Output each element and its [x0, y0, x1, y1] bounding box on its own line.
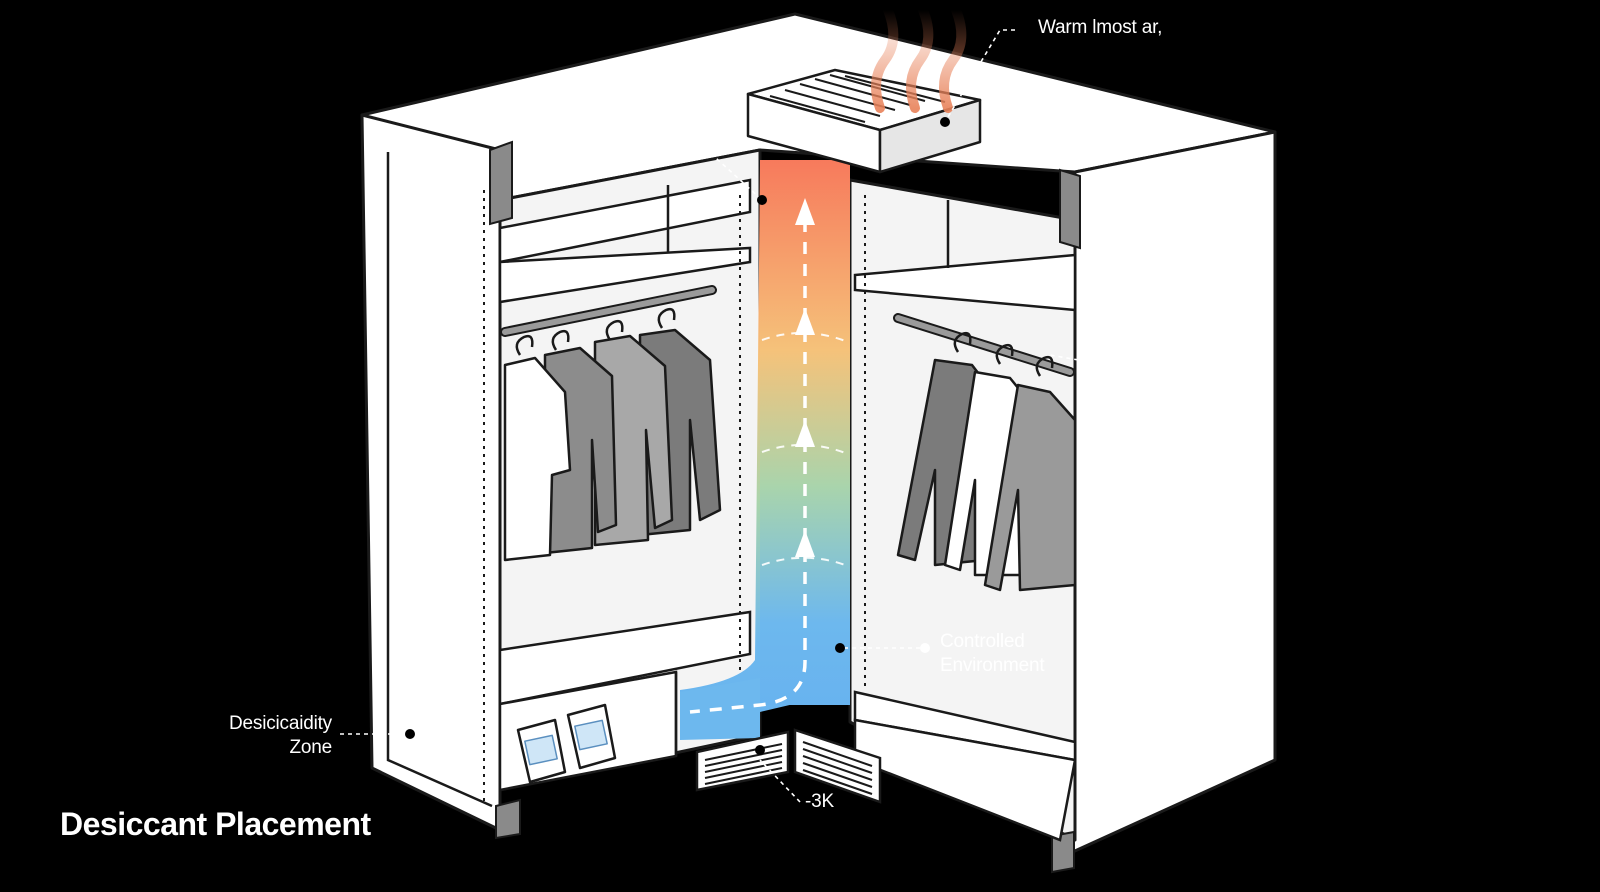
shirt-icon [896, 358, 1077, 592]
arrow-up-icon [795, 198, 815, 557]
top-vent-unit [746, 68, 982, 174]
label-desiccant-zone: Desicicaidity Zone [229, 713, 332, 758]
shirt-icon [503, 328, 722, 562]
label-controlled-environment-right: Controlled Environment [1118, 345, 1223, 390]
cabinet-posts [489, 140, 1081, 874]
right-clothes-rail [893, 313, 1075, 377]
label-warm-air: Warm lmost ar, [1038, 17, 1163, 38]
label-vent: -3K [805, 791, 834, 812]
desiccant-packet-icon [516, 703, 617, 784]
diagram-title: Desiccant Placement [60, 806, 371, 842]
left-wall-inset [386, 152, 493, 808]
vent-slats [704, 741, 873, 795]
heat-waves-icon [871, 5, 967, 113]
left-clothes-rail [500, 285, 717, 337]
label-controlled-environment-center: Controlled Environment [940, 631, 1045, 676]
hanger-icon [515, 307, 676, 356]
label-high-humidity-zone: High Humidity Zone [553, 131, 669, 176]
right-compartment [853, 200, 1077, 842]
callout-lines [340, 29, 1110, 803]
hanger-icon [953, 331, 1054, 377]
air-channel [680, 160, 850, 740]
left-compartment [498, 178, 752, 792]
callout-dots [405, 117, 950, 755]
callout-dots-light [700, 143, 1115, 653]
